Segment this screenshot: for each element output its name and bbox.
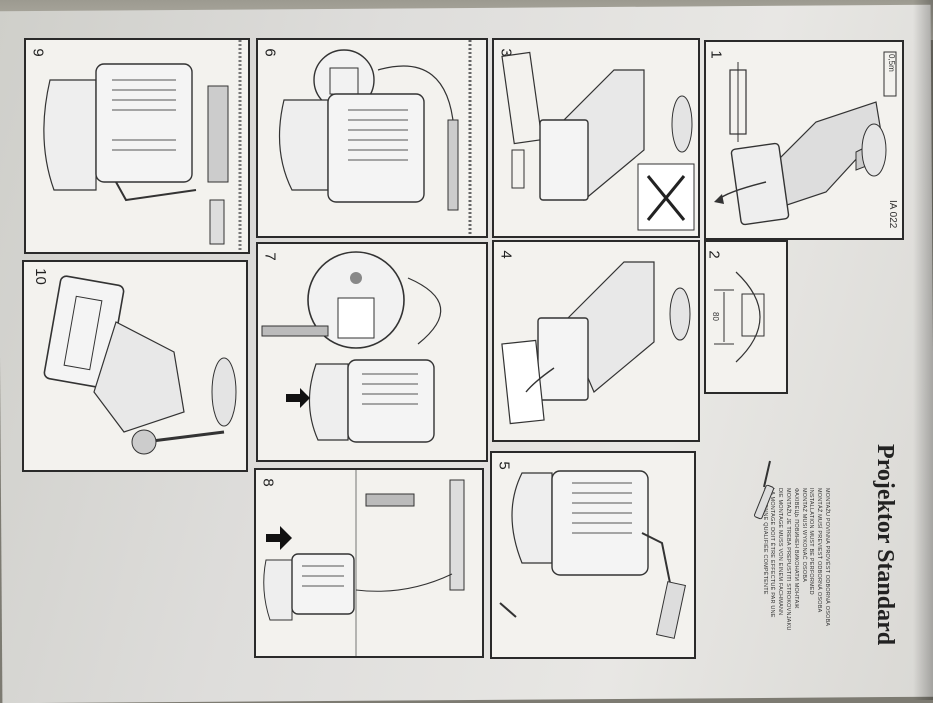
min-distance-label: 0,5m <box>887 54 896 72</box>
fixing-illustration <box>43 40 242 252</box>
floodlight-open-illustration <box>714 51 897 226</box>
finished-floodlight-illustration <box>43 275 237 455</box>
step-9-panel: 9 <box>24 38 250 254</box>
document-title: Projektor Standard <box>872 444 898 646</box>
step-3-panel: 3 <box>492 38 700 238</box>
wiring-illustration <box>261 251 442 443</box>
step-10-panel: 10 <box>22 260 248 472</box>
cover-plate-illustration <box>278 40 472 236</box>
document-code: IA 022 <box>887 200 898 229</box>
warning-line: MONTAŽU POVINNA PROVÉST ODBORNÁ OSOBA <box>824 488 830 627</box>
step-7-panel: 7 <box>256 242 488 462</box>
warning-line: INSTALLATION MUST BE PERFORMED <box>808 488 815 595</box>
warning-line: MONTAŽU JE TREBA PREPUSTITI STROKOVNJAKU <box>785 488 792 631</box>
step-2-panel: 2 80 <box>704 240 788 394</box>
warning-line: DIE MONTAGE MUSS VON EINEM FACHMANN <box>777 488 784 616</box>
wall-mounting-illustration <box>263 470 465 656</box>
tighten-screws-illustration <box>499 470 687 639</box>
dimension-label: 80 <box>711 312 720 321</box>
lamp-insert-illustration <box>501 261 691 425</box>
step-6-panel: 6 <box>256 38 488 238</box>
warning-line: ФАХІВЕЦЬ ПОВИНЕН ВИКОНАТИ МОНТАЖ <box>792 488 799 609</box>
warning-line: MONTÁŽ MUSÍ PREVIESŤ ODBORNÁ OSOBA <box>816 488 823 613</box>
step-8-panel: 8 <box>254 468 484 658</box>
page-shadow <box>913 0 933 700</box>
step-5-panel: 5 <box>490 451 696 659</box>
wall-mount-drilling-illustration <box>714 271 765 363</box>
step-4-panel: 4 <box>492 240 700 442</box>
warning-line: MONTAŻ MUSI WYKONAĆ OSOBA <box>800 488 807 583</box>
step-1-panel: 1 IA 022 0,5m <box>704 40 904 240</box>
screwdriver-icon <box>754 460 774 520</box>
glass-removal-illustration <box>501 51 695 231</box>
